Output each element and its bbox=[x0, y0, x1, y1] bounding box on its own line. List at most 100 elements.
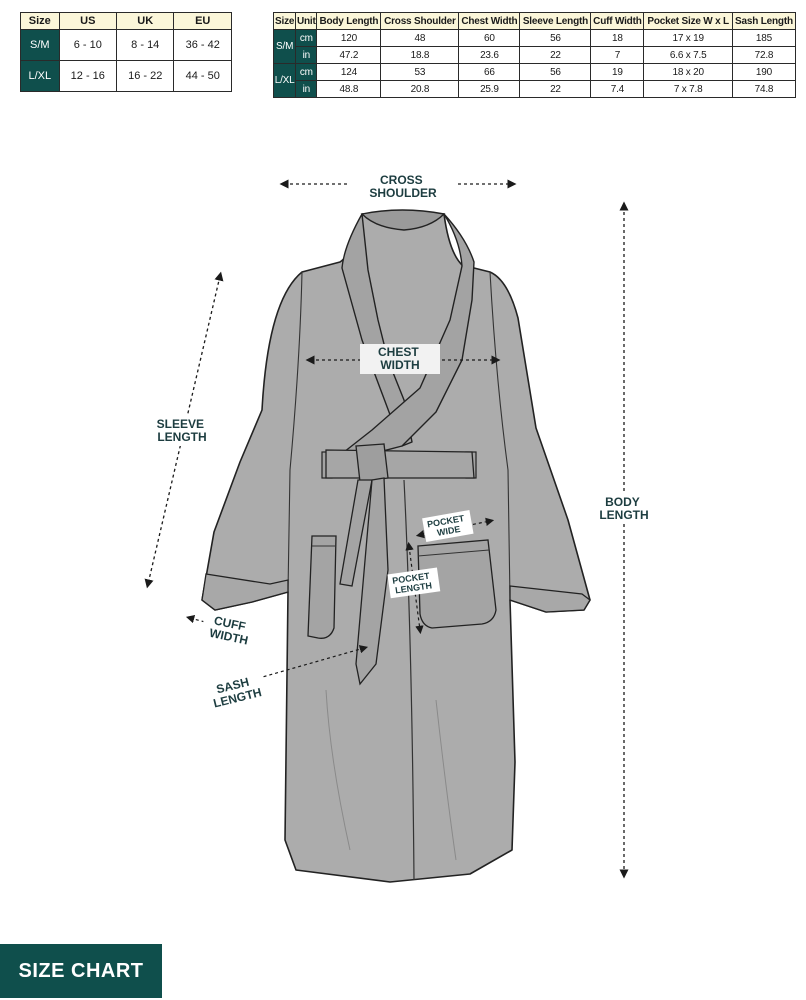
size-cell: L/XL bbox=[20, 60, 60, 92]
sash-length-label-bg bbox=[203, 671, 269, 713]
body-length-label-bg bbox=[592, 494, 656, 524]
table-cell: 47.2 bbox=[316, 46, 382, 64]
column-header: US bbox=[58, 12, 118, 30]
size-cell: S/M bbox=[20, 29, 60, 61]
cuff-width-label-group: CUFF WIDTH bbox=[199, 611, 259, 650]
pocket-wide-label: POCKET WIDE bbox=[426, 513, 469, 540]
table-cell: 60 bbox=[458, 29, 521, 47]
column-header: Body Length bbox=[316, 12, 382, 30]
column-header: Cuff Width bbox=[590, 12, 645, 30]
table-header-row: Size US UK EU bbox=[20, 12, 232, 30]
left-sleeve-seam bbox=[287, 271, 303, 593]
table-cell: 66 bbox=[458, 63, 521, 81]
robe-illustration bbox=[201, 209, 591, 883]
table-cell: 17 x 19 bbox=[643, 29, 733, 47]
cross-shoulder-label: CROSS SHOULDER bbox=[369, 173, 437, 200]
table-cell: 74.8 bbox=[731, 80, 797, 98]
table-cell: 190 bbox=[731, 63, 797, 81]
table-cell: 16 - 22 bbox=[116, 60, 175, 92]
chest-width-label-bg bbox=[360, 344, 440, 374]
unit-cell: in bbox=[295, 80, 318, 98]
column-header: Cross Shoulder bbox=[380, 12, 460, 30]
table-cell: 7 x 7.8 bbox=[643, 80, 733, 98]
size-cell: S/M bbox=[272, 29, 297, 64]
table-cell: 53 bbox=[380, 63, 460, 81]
table-row: in 48.8 20.8 25.9 22 7.4 7 x 7.8 74.8 bbox=[274, 80, 797, 98]
unit-cell: in bbox=[295, 46, 318, 64]
table-cell: 72.8 bbox=[731, 46, 797, 64]
column-header: UK bbox=[116, 12, 175, 30]
chest-width-label: CHEST WIDTH bbox=[378, 345, 422, 372]
column-header: Unit bbox=[295, 12, 318, 30]
fold-line bbox=[325, 689, 351, 851]
column-header: Size bbox=[20, 12, 60, 30]
table-cell: 44 - 50 bbox=[173, 60, 232, 92]
table-cell: 20.8 bbox=[380, 80, 460, 98]
body-length-label: BODY LENGTH bbox=[599, 495, 648, 522]
size-conversion-table: Size US UK EU S/M 6 - 10 8 - 14 36 - 42 … bbox=[20, 12, 232, 92]
table-cell: 6.6 x 7.5 bbox=[643, 46, 733, 64]
fold-line bbox=[435, 699, 457, 861]
table-cell: 185 bbox=[731, 29, 797, 47]
robe-body bbox=[201, 213, 591, 883]
right-sleeve-seam bbox=[489, 271, 511, 601]
unit-cell: cm bbox=[295, 29, 318, 47]
sleeve-length-label-bg bbox=[150, 416, 214, 446]
diagram-labels: CROSS SHOULDER CHEST WIDTH SLEEVE LENGTH… bbox=[150, 170, 656, 713]
sleeve-length-label: SLEEVE LENGTH bbox=[157, 417, 208, 444]
measurements-table: Size Unit Body Length Cross Shoulder Che… bbox=[272, 12, 797, 98]
table-row: S/M cm 120 48 60 56 18 17 x 19 185 bbox=[272, 29, 797, 64]
table-cell: 36 - 42 bbox=[173, 29, 232, 61]
table-cell: 48.8 bbox=[316, 80, 382, 98]
column-header: Size bbox=[272, 12, 297, 30]
sash-end-right bbox=[355, 477, 389, 686]
table-cell: 56 bbox=[519, 63, 592, 81]
table-row: in 47.2 18.8 23.6 22 7 6.6 x 7.5 72.8 bbox=[274, 46, 797, 64]
table-cell: 7 bbox=[590, 46, 645, 64]
table-cell: 12 - 16 bbox=[58, 60, 118, 92]
table-header-row: Size Unit Body Length Cross Shoulder Che… bbox=[272, 12, 797, 30]
table-row: L/XL cm 124 53 66 56 19 18 x 20 190 bbox=[272, 63, 797, 98]
pocket-left bbox=[307, 535, 337, 639]
column-header: Chest Width bbox=[458, 12, 521, 30]
table-cell: 56 bbox=[519, 29, 592, 47]
pocket-length-label-bg bbox=[387, 567, 441, 599]
table-cell: 22 bbox=[519, 80, 592, 98]
size-cell: L/XL bbox=[272, 63, 297, 98]
table-cell: 18.8 bbox=[380, 46, 460, 64]
table-cell: 8 - 14 bbox=[116, 29, 175, 61]
column-header: EU bbox=[173, 12, 232, 30]
belt-knot bbox=[355, 443, 389, 483]
pocket-wide-label-bg bbox=[422, 510, 474, 543]
table-cell: 18 bbox=[590, 29, 645, 47]
sash-end-left bbox=[339, 479, 373, 587]
table-row: L/XL 12 - 16 16 - 22 44 - 50 bbox=[20, 60, 232, 92]
sash-length-label-group: SASH LENGTH bbox=[203, 671, 269, 713]
table-cell: 7.4 bbox=[590, 80, 645, 98]
neck-back bbox=[360, 209, 446, 231]
table-cell: 6 - 10 bbox=[58, 29, 118, 61]
pocket-right-hem bbox=[417, 549, 490, 557]
table-cell: 124 bbox=[316, 63, 382, 81]
table-cell: 25.9 bbox=[458, 80, 521, 98]
table-cell: 48 bbox=[380, 29, 460, 47]
table-cell: 120 bbox=[316, 29, 382, 47]
cuff-width-label: CUFF WIDTH bbox=[208, 613, 252, 648]
column-header: Pocket Size W x L bbox=[643, 12, 733, 30]
unit-cell: cm bbox=[295, 63, 318, 81]
robe-diagram: CROSS SHOULDER CHEST WIDTH SLEEVE LENGTH… bbox=[144, 170, 656, 883]
sash-length-arrow bbox=[251, 645, 369, 681]
pocket-length-label-group: POCKET LENGTH bbox=[387, 567, 441, 599]
column-header: Sash Length bbox=[731, 12, 797, 30]
table-cell: 22 bbox=[519, 46, 592, 64]
left-cuff bbox=[201, 573, 289, 611]
front-opening bbox=[403, 479, 415, 881]
right-cuff bbox=[509, 585, 591, 613]
size-chart-badge: SIZE CHART bbox=[0, 944, 162, 998]
table-cell: 23.6 bbox=[458, 46, 521, 64]
table-row: S/M 6 - 10 8 - 14 36 - 42 bbox=[20, 29, 232, 61]
cuff-width-label-bg bbox=[199, 611, 259, 650]
table-cell: 19 bbox=[590, 63, 645, 81]
table-cell: 18 x 20 bbox=[643, 63, 733, 81]
column-header: Sleeve Length bbox=[519, 12, 592, 30]
